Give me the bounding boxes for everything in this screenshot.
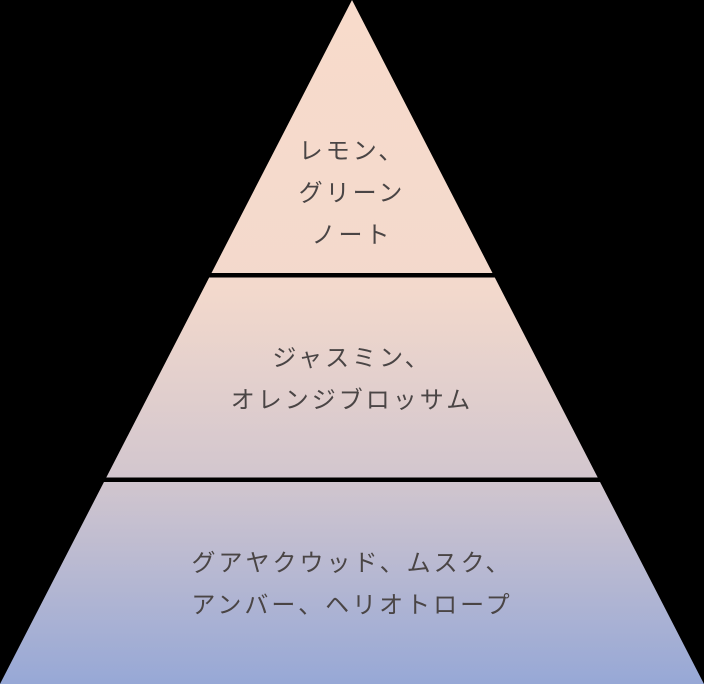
tier-middle-line-1: ジャスミン、 <box>272 344 432 372</box>
tier-divider-top <box>0 273 704 278</box>
tier-top-label: レモン、 グリーン ノート <box>0 130 704 256</box>
tier-base-line-1: グアヤクウッド、ムスク、 <box>191 549 513 577</box>
tier-divider-bottom <box>0 477 704 482</box>
tier-middle-line-2: オレンジブロッサム <box>230 386 474 414</box>
tier-base-line-2: アンバー、ヘリオトロープ <box>191 591 513 619</box>
tier-top-line-1: レモン、 <box>298 137 406 165</box>
tier-middle-label: ジャスミン、 オレンジブロッサム <box>0 337 704 421</box>
tier-base-label: グアヤクウッド、ムスク、 アンバー、ヘリオトロープ <box>0 542 704 626</box>
tier-top-line-2: グリーン <box>298 179 406 207</box>
tier-top-line-3: ノート <box>311 221 393 249</box>
